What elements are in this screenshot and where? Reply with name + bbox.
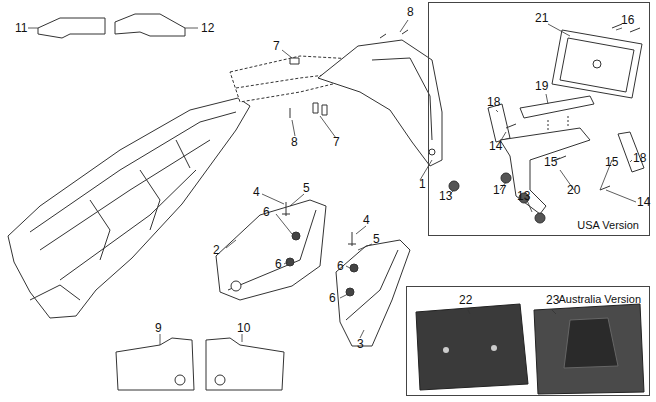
version-caption: Australia Version [558,293,641,305]
callout-number: 23 [545,294,560,306]
callout-number: 15 [604,156,619,168]
callout-number: 17 [492,184,507,196]
callout-number: 9 [154,322,163,334]
callout-number: 16 [620,14,635,26]
callout-number: 11 [14,22,28,34]
callout-number: 10 [236,322,251,334]
callout-number: 8 [290,136,299,148]
callout-number: 3 [356,338,365,350]
inset-panel: Australia Version [406,286,650,396]
callout-number: 4 [252,186,261,198]
callout-number: 14 [636,196,651,208]
callout-number: 18 [632,152,647,164]
callout-number: 6 [328,292,337,304]
callout-number: 6 [262,206,271,218]
callout-number: 18 [486,96,501,108]
callout-number: 21 [534,12,549,24]
callout-number: 4 [362,214,371,226]
callout-number: 13 [516,190,531,202]
callout-number: 7 [272,40,281,52]
callout-number: 6 [336,260,345,272]
callout-number: 12 [200,22,215,34]
callout-number: 15 [543,156,558,168]
callout-number: 6 [274,258,283,270]
version-caption: USA Version [577,219,639,231]
inset-panel: USA Version [428,2,650,236]
callout-number: 2 [212,244,221,256]
callout-number: 5 [302,182,311,194]
callout-number: 14 [488,140,503,152]
callout-number: 20 [566,184,581,196]
callout-number: 7 [332,136,341,148]
callout-number: 8 [406,6,415,18]
callout-number: 19 [534,80,549,92]
callout-number: 1 [418,178,427,190]
callout-number: 5 [372,233,381,245]
callout-number: 13 [438,190,453,202]
callout-number: 22 [458,294,473,306]
